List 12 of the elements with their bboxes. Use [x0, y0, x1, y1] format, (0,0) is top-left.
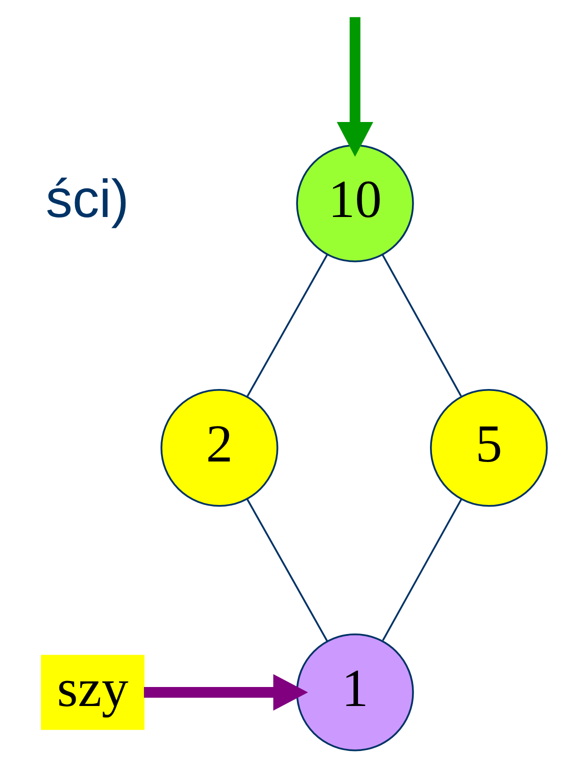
arrow — [336, 17, 374, 157]
node-circle: 1 — [296, 633, 414, 752]
connector — [382, 254, 462, 396]
connector — [382, 498, 462, 641]
connector — [246, 498, 328, 642]
node-circle: 10 — [296, 144, 414, 262]
arrow — [144, 674, 308, 711]
node-circle: 2 — [160, 389, 278, 507]
node-circle: 5 — [430, 389, 548, 507]
connector — [246, 254, 328, 398]
label: ści) — [46, 170, 129, 229]
node-box: szy — [40, 654, 144, 730]
